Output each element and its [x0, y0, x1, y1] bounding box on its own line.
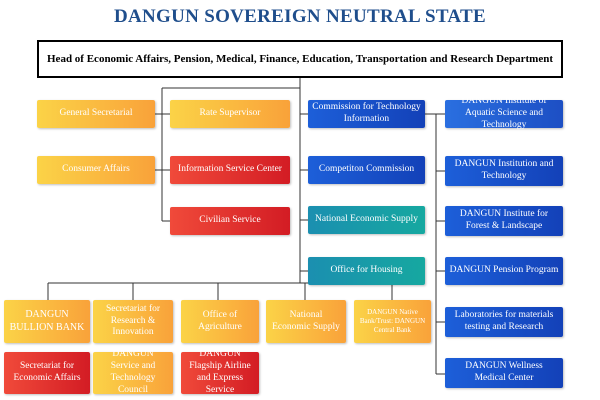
node-commission-technology: Commission for Technology Information [308, 100, 425, 128]
node-bullion-bank: DANGUN BULLION BANK [4, 300, 90, 343]
node-secretariat-research: Secretariat for Research & Innovation [93, 300, 173, 343]
node-laboratories: Laboratories for materials testing and R… [445, 307, 563, 337]
node-competition-commission: Competiton Commission [308, 156, 425, 184]
node-flagship-airline: DANGUN Flagship Airline and Express Serv… [181, 349, 259, 395]
node-general-secretarial: General Secretarial [37, 100, 155, 128]
node-institute-forest: DANGUN Institute for Forest & Landscape [445, 206, 563, 236]
node-service-technology-council: DANGUN Service and Technology Council [93, 349, 173, 395]
node-pension-program: DANGUN Pension Program [445, 257, 563, 285]
node-office-agriculture: Office of Agriculture [181, 300, 259, 343]
node-native-bank: DANGUN Native Bank/Trust: DANGUN Central… [354, 300, 431, 343]
node-office-housing: Office for Housing [308, 257, 425, 285]
page-title: DANGUN SOVEREIGN NEUTRAL STATE [113, 6, 486, 27]
node-national-economic-supply: National Economic Supply [308, 206, 425, 234]
node-rate-supervisor: Rate Supervisor [170, 100, 290, 128]
node-institution-technology: DANGUN Institution and Technology [445, 156, 563, 186]
node-wellness-center: DANGUN Wellness Medical Center [445, 358, 563, 388]
node-consumer-affairs: Consumer Affairs [37, 156, 155, 184]
node-secretariat-economic: Secretariat for Economic Affairs [4, 352, 90, 394]
node-national-economic-supply-bottom: National Economic Supply [266, 300, 346, 343]
head-department-box: Head of Economic Affairs, Pension, Medic… [37, 40, 563, 78]
node-institute-aquatic: DANGUN Institute of Aquatic Science and … [445, 96, 563, 130]
node-civilian-service: Civilian Service [170, 207, 290, 235]
node-information-service-center: Information Service Center [170, 156, 290, 184]
